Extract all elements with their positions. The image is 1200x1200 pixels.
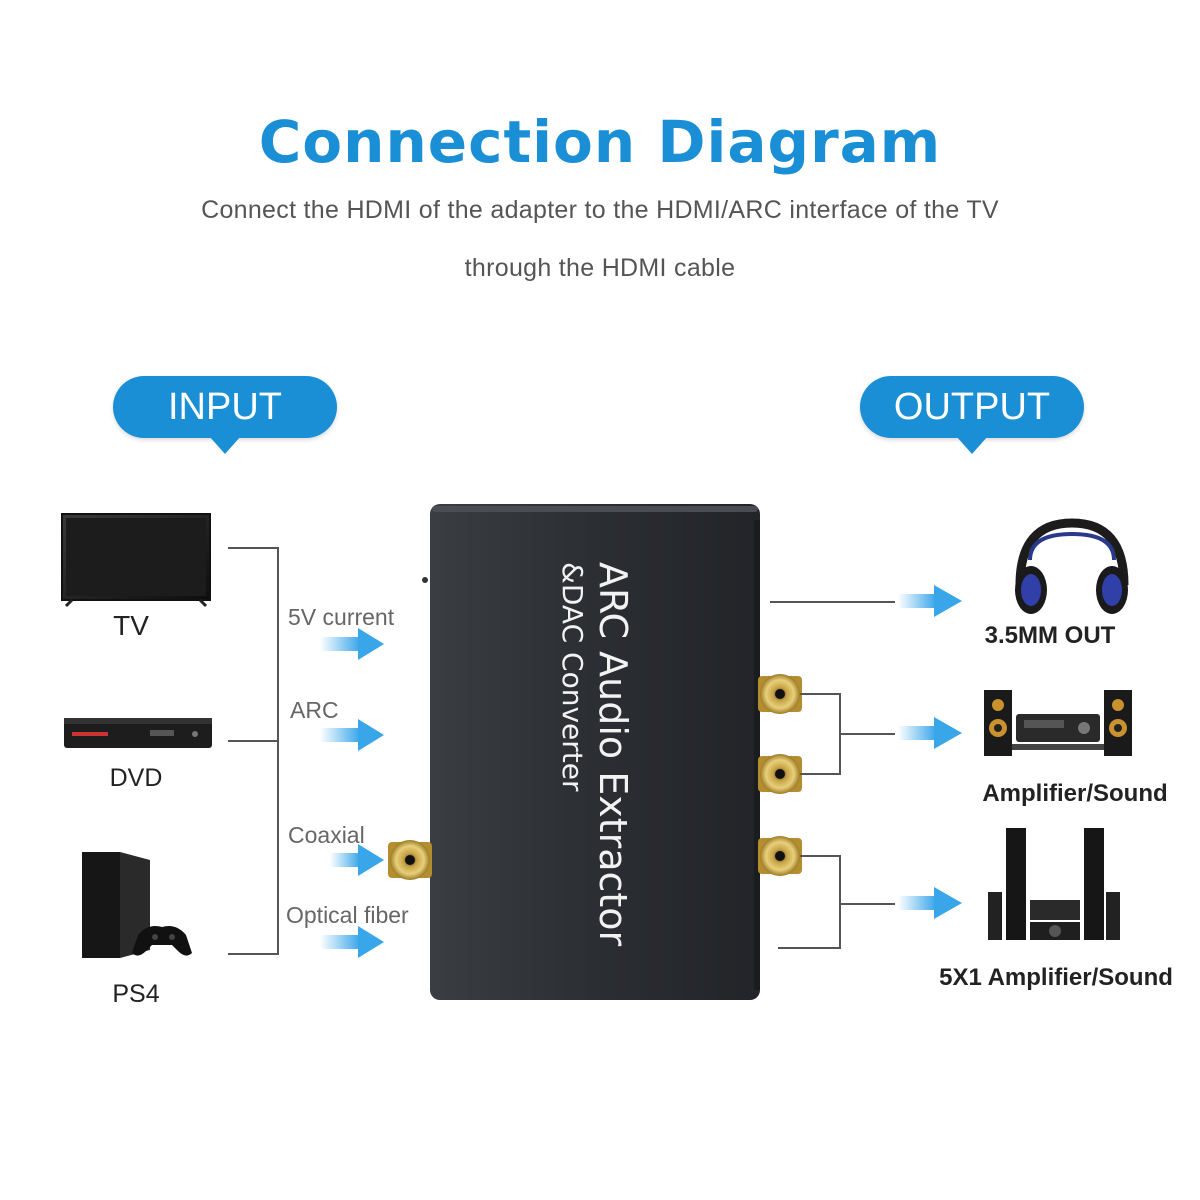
ps4-label: PS4: [112, 980, 160, 1008]
amplifier-icon: [984, 690, 1132, 756]
rca-jack-lower-icon: [758, 836, 802, 876]
input-arrows: [320, 628, 384, 958]
surround-speakers-icon: [988, 828, 1120, 940]
signal-label-optical: Optical fiber: [286, 902, 409, 928]
dvd-label: DVD: [109, 764, 163, 792]
rca-jacks: [388, 674, 802, 880]
output-lines: [770, 601, 895, 949]
rca-jack-upper-icon: [758, 674, 802, 714]
arrow-arc: [320, 719, 384, 751]
arrow-headphone: [898, 585, 962, 617]
arrow-coaxial: [330, 844, 384, 876]
tv-label: TV: [113, 610, 149, 641]
arrow-optical: [320, 926, 384, 958]
input-bracket: [228, 547, 279, 955]
output-badge: OUTPUT: [860, 376, 1084, 454]
coaxial-jack-icon: [388, 840, 432, 880]
output-label-headphone: 3.5MM OUT: [984, 622, 1116, 649]
dvd-icon: [64, 718, 212, 748]
extractor-device: [422, 504, 760, 1000]
signal-label-power: 5V current: [288, 604, 395, 630]
page-title: Connection Diagram: [258, 108, 942, 176]
device-name-line-2: &DAC Converter: [556, 562, 589, 792]
headphone-icon: [1015, 518, 1129, 614]
device-label: ARC Audio Extractor &DAC Converter: [545, 562, 635, 962]
arrow-surround: [898, 887, 962, 919]
subtitle-line-2: through the HDMI cable: [464, 254, 736, 282]
arrow-amplifier: [898, 717, 962, 749]
subtitle-line-1: Connect the HDMI of the adapter to the H…: [201, 196, 999, 224]
output-label-amplifier: Amplifier/Sound: [982, 780, 1168, 807]
device-name-line-1: ARC Audio Extractor: [591, 562, 635, 947]
ps4-icon: [82, 852, 192, 958]
output-arrows: [898, 585, 962, 919]
signal-label-coaxial: Coaxial: [288, 822, 365, 848]
signal-label-arc: ARC: [290, 697, 339, 723]
arrow-power: [320, 628, 384, 660]
input-badge: INPUT: [113, 376, 337, 454]
rca-jack-middle-icon: [758, 754, 802, 794]
tv-icon: [61, 513, 211, 608]
output-label-surround: 5X1 Amplifier/Sound: [939, 964, 1173, 991]
